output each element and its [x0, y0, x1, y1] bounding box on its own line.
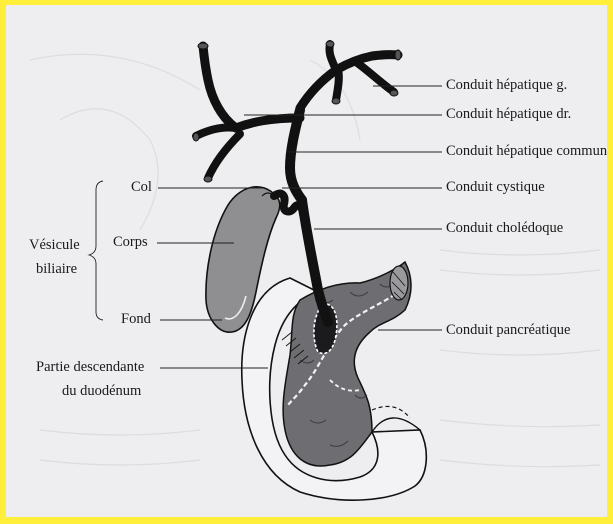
label-hepatique-g: Conduit hépatique g. [446, 77, 567, 93]
label-pancreatique: Conduit pancréatique [446, 322, 570, 338]
label-hepatique-dr: Conduit hépatique dr. [446, 106, 571, 122]
label-col: Col [131, 179, 152, 195]
label-duodenum-line1: Partie descendante [36, 359, 144, 375]
label-hepatique-commun: Conduit hépatique commun [446, 143, 607, 159]
label-choledoque: Conduit cholédoque [446, 220, 563, 236]
brace-vesicule [89, 181, 103, 320]
diagram-frame: Conduit hépatique g. Conduit hépatique d… [6, 5, 607, 517]
label-vesicule-line1: Vésicule [29, 237, 80, 253]
label-duodenum-line2: du duodénum [62, 383, 141, 399]
label-fond: Fond [121, 311, 151, 327]
label-corps: Corps [113, 234, 148, 250]
label-vesicule-line2: biliaire [36, 261, 77, 277]
duodenum-lumen-dash [372, 406, 410, 418]
label-cystique: Conduit cystique [446, 179, 545, 195]
